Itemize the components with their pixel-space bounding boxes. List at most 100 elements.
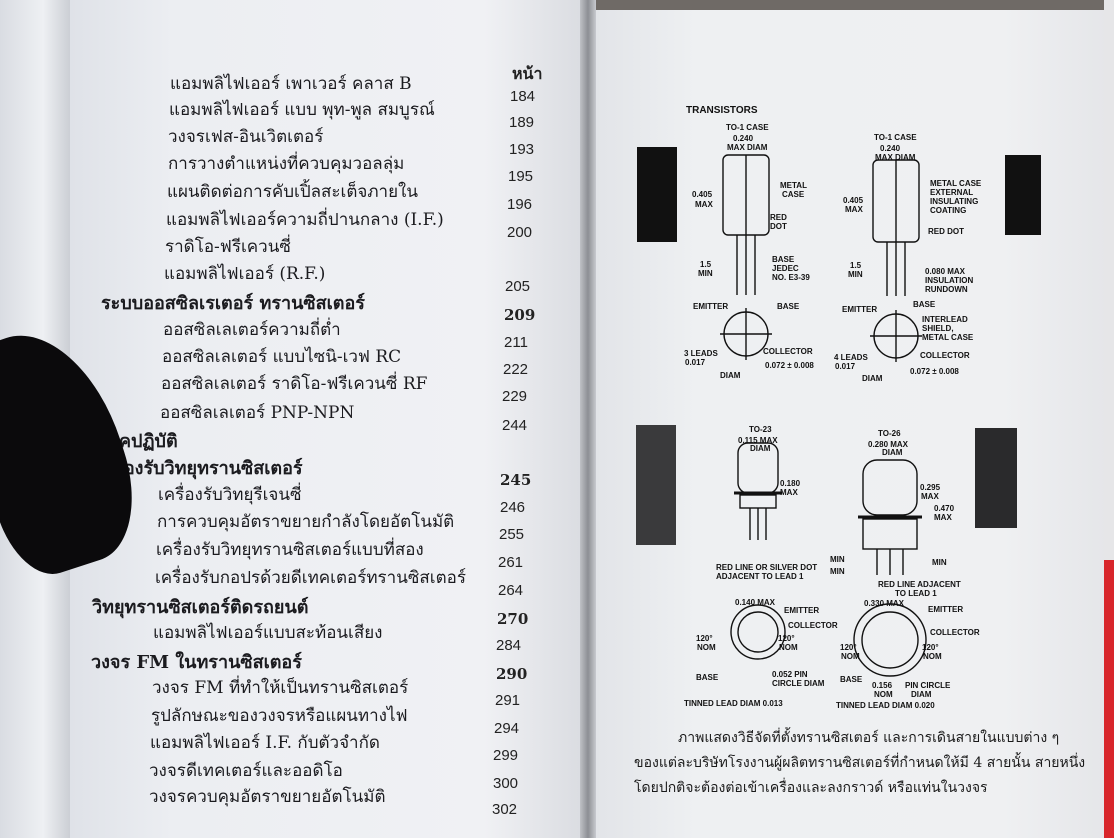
figure-title: TRANSISTORS — [686, 105, 758, 116]
right-page-figure — [594, 10, 1106, 838]
label: MIN — [698, 269, 713, 278]
label: NO. E3-39 — [772, 273, 810, 282]
toc-entry-page: 302 — [492, 801, 518, 818]
toc-entry-title: ออสซิลเลเตอร์ ราดิโอ-ฟรีเควนซี่ RF — [161, 374, 428, 394]
label: MAX — [934, 513, 952, 522]
label: METAL — [780, 181, 807, 190]
label: 0.156 — [872, 681, 893, 690]
toc-entry-page: 196 — [507, 196, 533, 213]
toc-entry-title: แอมพลิไฟเออร์ความถี่ปานกลาง (I.F.) — [166, 210, 444, 230]
toc-entry-title: ออสซิลเลเตอร์ PNP-NPN — [160, 403, 355, 423]
label: COLLECTOR — [763, 347, 813, 356]
toc-entry-title: เครื่องรับวิทยุทรานซิสเตอร์ — [96, 458, 303, 479]
label: TO-23 — [749, 425, 772, 434]
label: BASE — [772, 255, 795, 264]
transistor-photo — [637, 147, 677, 242]
label: JEDEC — [772, 264, 799, 273]
label: 0.017 — [835, 362, 856, 371]
label: 120° — [922, 643, 939, 652]
label: TO-26 — [878, 429, 901, 438]
book-gutter — [580, 0, 596, 838]
label: RED DOT — [928, 227, 964, 236]
label: DIAM — [862, 374, 883, 383]
page-column-header: หน้า — [512, 64, 543, 83]
label: BASE — [696, 673, 719, 682]
label: 0.180 — [780, 479, 801, 488]
label: 0.080 MAX — [925, 267, 966, 276]
label: DIAM — [911, 690, 932, 699]
label: BASE — [913, 300, 936, 309]
label: DIAM — [882, 448, 903, 457]
toc-entry-page: 222 — [503, 361, 529, 378]
label: 1.5 — [700, 260, 712, 269]
label: 0.280 MAX — [868, 440, 909, 449]
toc-entry-title: การควบคุมอัตราขยายกำลังโดยอัตโนมัติ — [157, 512, 455, 532]
label: TO LEAD 1 — [895, 589, 937, 598]
label: 0.072 ± 0.008 — [765, 361, 814, 370]
label: MIN — [848, 270, 863, 279]
toc-entry-page: 300 — [493, 775, 519, 792]
label: DIAM — [750, 444, 771, 453]
red-cover-edge — [1104, 560, 1114, 838]
label: PIN CIRCLE — [905, 681, 951, 690]
toc-entry-page: 193 — [509, 141, 535, 158]
toc-entry-page: 189 — [509, 114, 535, 131]
toc-entry-title: เครื่องรับวิทยุทรานซิสเตอร์แบบที่สอง — [156, 540, 424, 560]
label: 3 LEADS — [684, 349, 718, 358]
label: EXTERNAL — [930, 188, 973, 197]
label: ADJACENT TO LEAD 1 — [716, 572, 804, 581]
label: METAL CASE — [922, 333, 974, 342]
label: BASE — [840, 675, 863, 684]
toc-entry-title: แอมพลิไฟเออร์ เพาเวอร์ คลาส B — [170, 74, 412, 94]
label: 120° — [696, 634, 713, 643]
label: INSULATION — [925, 276, 974, 285]
label: 0.072 ± 0.008 — [910, 367, 959, 376]
toc-entry-page: 255 — [499, 526, 525, 543]
label: RED LINE OR SILVER DOT — [716, 563, 817, 572]
label: 0.405 — [692, 190, 713, 199]
label: SHIELD, — [922, 324, 954, 333]
label: EMITTER — [693, 302, 728, 311]
label: CIRCLE DIAM — [772, 679, 825, 688]
label: 120° — [778, 634, 795, 643]
left-page-toc — [70, 0, 588, 838]
toc-entry-title: แอมพลิไฟเออร์แบบสะท้อนเสียง — [153, 623, 383, 643]
toc-entry-page: 290 — [496, 665, 528, 683]
label: MAX DIAM — [727, 143, 768, 152]
label: RUNDOWN — [925, 285, 968, 294]
label: MAX — [695, 200, 713, 209]
label: MAX — [780, 488, 798, 497]
label: COLLECTOR — [788, 621, 838, 630]
figure-caption-line: โดยปกติจะต้องต่อเข้าเครื่องและลงกราวด์ ห… — [634, 780, 988, 796]
toc-entry-page: 270 — [497, 610, 529, 628]
toc-entry-page: 246 — [500, 499, 526, 516]
toc-entry-page: 264 — [498, 582, 524, 599]
toc-entry-title: ออสซิลเลเตอร์ แบบไซนิ-เวฟ RC — [162, 347, 402, 367]
toc-entry-title: แผนติดต่อการคับเปิ้ลสะเต็จภายใน — [167, 182, 418, 202]
transistor-photo — [1005, 155, 1041, 235]
toc-entry-page: 299 — [493, 747, 519, 764]
label: EMITTER — [784, 606, 819, 615]
label: 120° — [840, 643, 857, 652]
page-stack-edge — [1104, 0, 1114, 838]
label: DOT — [770, 222, 787, 231]
label: MIN — [932, 558, 947, 567]
toc-entry-title: เครื่องรับกอปรด้วยดีเทคเตอร์ทรานซิสเตอร์ — [155, 568, 466, 588]
label: EMITTER — [928, 605, 963, 614]
toc-entry-title: ระบบออสซิลเรเตอร์ ทรานซิสเตอร์ — [101, 293, 365, 314]
toc-entry-title: วงจรดีเทคเตอร์และออดิโอ — [149, 761, 343, 781]
toc-entry-page: 284 — [496, 637, 522, 654]
label: 0.115 MAX — [738, 436, 778, 445]
toc-entry-title: เครื่องรับวิทยุรีเจนซี่ — [158, 485, 302, 505]
label: 4 LEADS — [834, 353, 868, 362]
label: COLLECTOR — [920, 351, 970, 360]
toc-entry-page: 195 — [508, 168, 534, 185]
label: INSULATING — [930, 197, 978, 206]
transistor-photo — [636, 425, 676, 545]
label: TINNED LEAD DIAM 0.013 — [684, 699, 783, 708]
toc-entry-title: แอมพลิไฟเออร์ แบบ พุท-พูล สมบูรณ์ — [169, 100, 435, 120]
label: COATING — [930, 206, 966, 215]
label: NOM — [923, 652, 942, 661]
label: TINNED LEAD DIAM 0.020 — [836, 701, 935, 710]
